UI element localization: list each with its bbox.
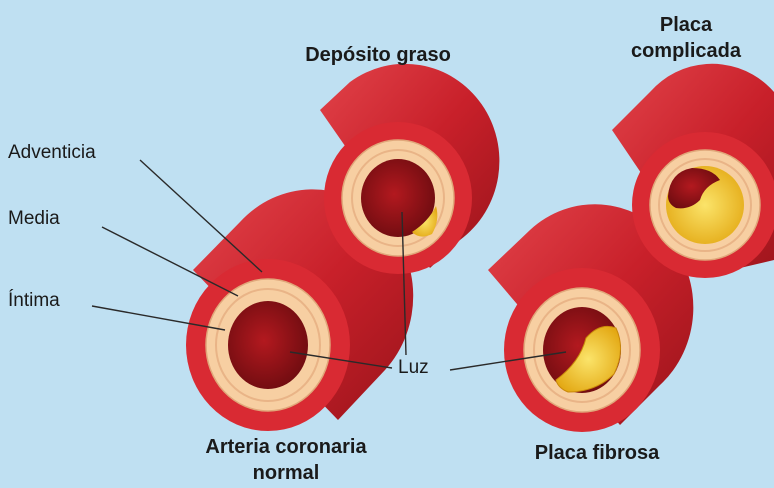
label-adventicia: Adventicia xyxy=(8,142,96,164)
label-intima: Íntima xyxy=(8,290,60,312)
title-deposito-graso: Depósito graso xyxy=(278,42,478,68)
title-arteria-normal-line2: normal xyxy=(168,460,404,486)
title-placa-fibrosa: Placa fibrosa xyxy=(492,440,702,466)
label-media: Media xyxy=(8,208,60,230)
title-placa-complicada-line2: complicada xyxy=(600,38,772,64)
title-arteria-normal-line1: Arteria coronaria xyxy=(168,434,404,460)
label-luz: Luz xyxy=(398,357,429,379)
artery-deposito-graso xyxy=(320,64,499,274)
lumen xyxy=(228,301,308,389)
title-arteria-normal: Arteria coronaria normal xyxy=(168,434,404,486)
title-placa-complicada-line1: Placa xyxy=(600,12,772,38)
title-placa-complicada: Placa complicada xyxy=(600,12,772,64)
